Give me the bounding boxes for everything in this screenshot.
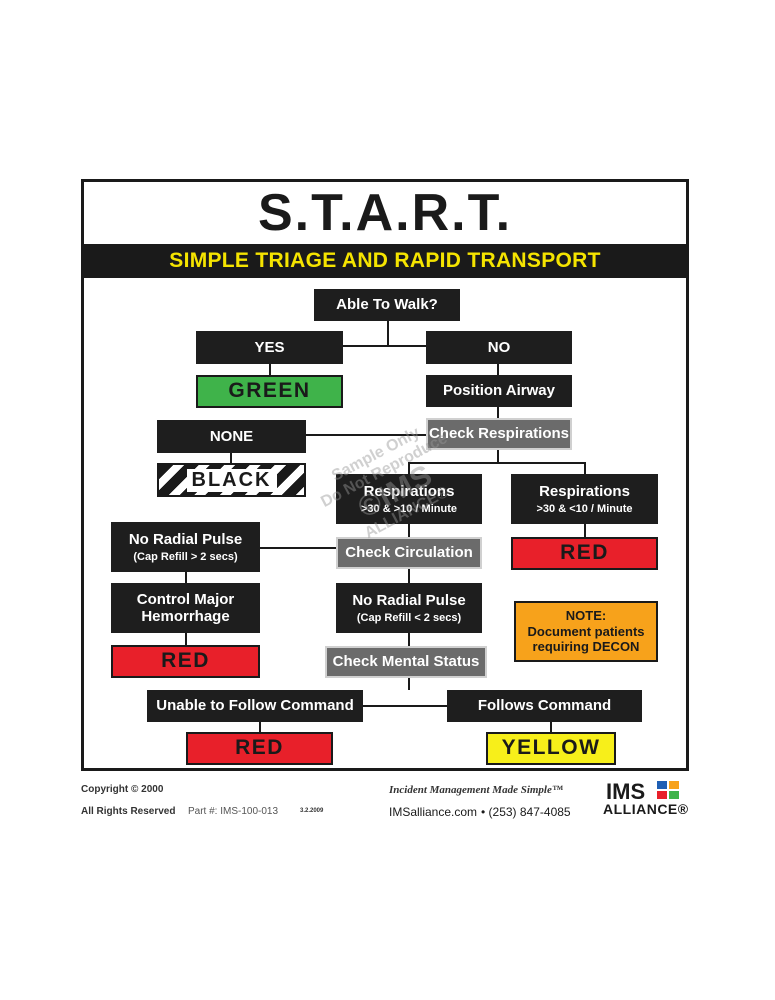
connector — [230, 453, 232, 463]
respirations-mid-box: Respirations >30 & >10 / Minute — [336, 474, 482, 524]
connector — [584, 524, 586, 537]
red-tag-unable: RED — [186, 732, 333, 765]
control-hemorrhage-box: Control Major Hemorrhage — [111, 583, 260, 633]
connector — [497, 449, 499, 463]
yellow-label: YELLOW — [501, 736, 601, 760]
copyright-text: Copyright © 2000 — [81, 784, 164, 795]
connector — [408, 524, 410, 537]
control-hemorrhage-label-2: Hemorrhage — [141, 608, 230, 625]
logo-square-green — [669, 791, 679, 799]
black-tag: BLACK — [157, 463, 306, 497]
check-respirations-box: Check Respirations — [426, 418, 572, 450]
green-tag: GREEN — [196, 375, 343, 408]
no-radial-pulse-mid-sub: (Cap Refill < 2 secs) — [356, 611, 462, 624]
position-airway-label: Position Airway — [443, 382, 555, 400]
connector — [584, 462, 586, 474]
unable-follow-command-label: Unable to Follow Command — [156, 697, 354, 715]
respirations-mid-label: Respirations — [363, 482, 455, 500]
red-tag-respirations: RED — [511, 537, 658, 570]
respirations-right-box: Respirations >30 & <10 / Minute — [511, 474, 658, 524]
able-to-walk-box: Able To Walk? — [314, 289, 460, 321]
able-to-walk-label: Able To Walk? — [336, 296, 438, 314]
rights-text: All Rights Reserved — [81, 806, 176, 817]
no-radial-pulse-left-sub: (Cap Refill > 2 secs) — [133, 550, 238, 563]
unable-follow-command-box: Unable to Follow Command — [147, 690, 363, 722]
connector — [185, 572, 187, 583]
no-radial-pulse-left-label: No Radial Pulse — [128, 530, 243, 548]
position-airway-box: Position Airway — [426, 375, 572, 407]
respirations-right-label: Respirations — [539, 482, 630, 500]
red-tag-hemorrhage: RED — [111, 645, 260, 678]
logo-square-red — [657, 791, 667, 799]
connector — [269, 364, 271, 376]
control-hemorrhage-label-1: Control Major — [136, 590, 235, 608]
check-respirations-label: Check Respirations — [428, 425, 570, 443]
alliance-logo-text: ALLIANCE® — [603, 801, 689, 817]
connector — [306, 434, 428, 436]
connector — [497, 407, 499, 419]
respirations-mid-sub: >30 & >10 / Minute — [361, 502, 457, 515]
check-mental-status-label: Check Mental Status — [332, 653, 480, 671]
website-link[interactable]: IMSalliance.com — [389, 805, 478, 819]
connector — [260, 547, 336, 549]
logo-square-orange — [669, 781, 679, 789]
no-radial-pulse-mid-label: No Radial Pulse — [352, 591, 466, 609]
connector — [408, 633, 410, 646]
no-box: NO — [426, 331, 572, 364]
connector — [343, 345, 427, 347]
connector — [408, 462, 410, 474]
tagline: Incident Management Made Simple™ — [389, 784, 563, 796]
yes-label: YES — [254, 338, 285, 356]
red-respirations-label: RED — [560, 541, 609, 565]
follows-command-label: Follows Command — [477, 697, 612, 715]
ims-logo-icon — [657, 781, 681, 799]
no-radial-pulse-mid-box: No Radial Pulse (Cap Refill < 2 secs) — [336, 583, 482, 633]
connector — [408, 568, 410, 583]
respirations-right-sub: >30 & <10 / Minute — [536, 502, 633, 515]
no-radial-pulse-left-box: No Radial Pulse (Cap Refill > 2 secs) — [111, 522, 260, 572]
phone-number: • (253) 847-4085 — [481, 805, 571, 819]
check-mental-status-box: Check Mental Status — [325, 646, 487, 678]
connector — [185, 633, 187, 645]
green-label: GREEN — [228, 379, 311, 403]
check-circulation-box: Check Circulation — [336, 537, 482, 569]
subtitle-bar: SIMPLE TRIAGE AND RAPID TRANSPORT — [84, 244, 686, 278]
connector — [259, 722, 261, 732]
part-number: Part #: IMS-100-013 — [188, 806, 279, 817]
black-label: BLACK — [186, 468, 277, 492]
none-box: NONE — [157, 420, 306, 453]
version-code: 3.2.2009 — [300, 808, 324, 814]
none-label: NONE — [209, 427, 254, 445]
red-hemorrhage-label: RED — [161, 649, 210, 673]
decon-note: NOTE: Document patients requiring DECON — [514, 601, 658, 662]
note-heading: NOTE: — [565, 608, 607, 624]
connector — [550, 722, 552, 732]
no-label: NO — [487, 338, 511, 356]
connector — [387, 320, 389, 346]
ims-logo-text: IMS — [606, 779, 646, 804]
page-title: S.T.A.R.T. — [257, 184, 513, 242]
logo-square-blue — [657, 781, 667, 789]
check-circulation-label: Check Circulation — [345, 544, 473, 562]
note-line-2: Document patients — [527, 623, 645, 639]
connector — [362, 705, 448, 707]
connector — [408, 462, 585, 464]
yes-box: YES — [196, 331, 343, 364]
connector — [497, 364, 499, 375]
follows-command-box: Follows Command — [447, 690, 642, 722]
note-line-3: requiring DECON — [532, 639, 640, 655]
red-unable-label: RED — [235, 736, 284, 760]
connector — [408, 678, 410, 690]
yellow-tag: YELLOW — [486, 732, 616, 765]
